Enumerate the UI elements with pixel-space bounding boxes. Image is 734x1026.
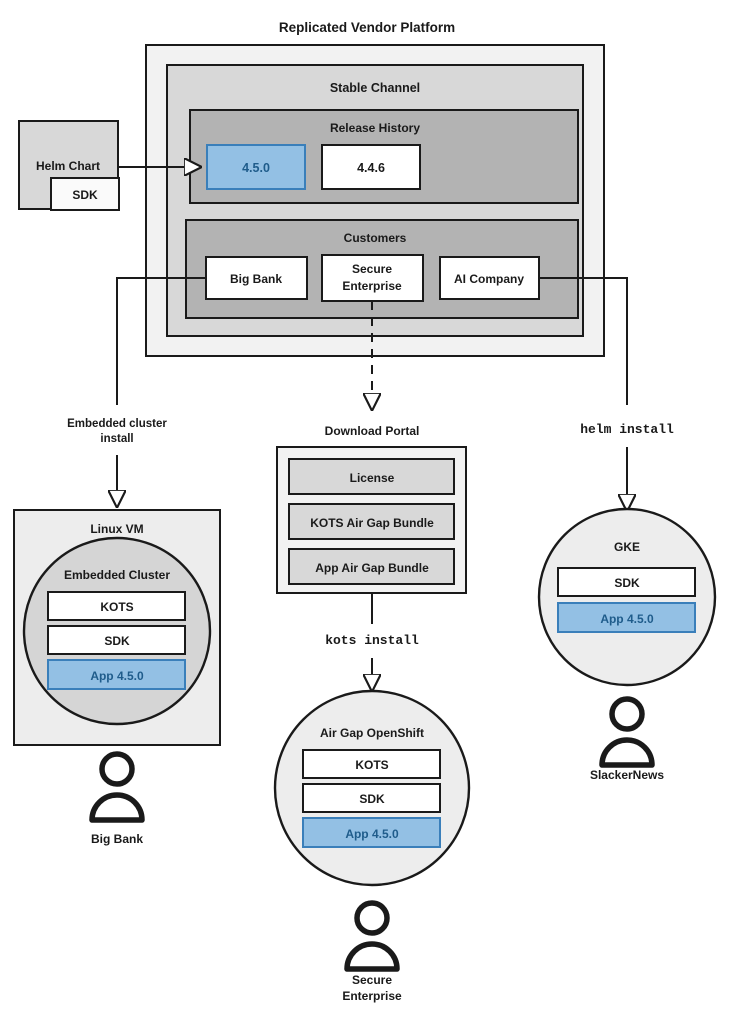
release-chip-4-4-6[interactable] xyxy=(321,144,421,190)
embedded-cluster-title: Embedded Cluster xyxy=(64,568,170,582)
download-portal-title: Download Portal xyxy=(325,424,420,438)
portal-artifact-license[interactable] xyxy=(288,458,455,495)
linux-vm-component-app[interactable] xyxy=(47,659,186,690)
gke-component-sdk[interactable] xyxy=(557,567,696,597)
connector-aicompany-to-gke-1 xyxy=(539,277,628,405)
gke-customer-label: SlackerNews xyxy=(590,768,664,782)
helm-chart-sdk-box[interactable] xyxy=(50,177,120,211)
portal-artifact-app-bundle[interactable] xyxy=(288,548,455,585)
openshift-component-sdk[interactable] xyxy=(302,783,441,813)
helm-install-label: helm install xyxy=(580,422,674,437)
portal-artifact-app-bundle-label: App Air Gap Bundle xyxy=(315,561,429,575)
person-icon-secure-enterprise xyxy=(344,900,400,972)
embedded-install-label-line2: install xyxy=(100,433,133,445)
openshift-customer-label-line1: Secure xyxy=(352,973,392,987)
linux-vm-component-sdk[interactable] xyxy=(47,625,186,655)
release-chip-4-4-6-label: 4.4.6 xyxy=(357,161,385,175)
linux-vm-component-kots[interactable] xyxy=(47,591,186,621)
linux-vm-title: Linux VM xyxy=(90,522,143,536)
person-icon-big-bank xyxy=(89,751,145,823)
openshift-component-app-label: App 4.5.0 xyxy=(345,827,399,841)
openshift-component-kots[interactable] xyxy=(302,749,441,779)
openshift-component-app[interactable] xyxy=(302,817,441,848)
openshift-component-sdk-label: SDK xyxy=(359,792,385,806)
customer-card-big-bank-label: Big Bank xyxy=(230,272,282,286)
gke-component-sdk-label: SDK xyxy=(614,576,640,590)
customer-card-ai-company[interactable] xyxy=(439,256,540,300)
connector-bigbank-to-linuxvm-1 xyxy=(116,277,206,405)
linux-vm-customer-label: Big Bank xyxy=(91,832,143,846)
portal-artifact-license-label: License xyxy=(350,471,395,485)
person-icon-slackernews xyxy=(599,696,655,768)
release-chip-4-5-0[interactable] xyxy=(206,144,306,190)
customer-card-ai-company-label: AI Company xyxy=(454,272,524,286)
linux-vm-component-sdk-label: SDK xyxy=(104,634,130,648)
embedded-install-label-line1: Embedded cluster xyxy=(67,418,167,430)
release-chip-4-5-0-label: 4.5.0 xyxy=(242,161,270,175)
portal-artifact-kots-bundle[interactable] xyxy=(288,503,455,540)
portal-artifact-kots-bundle-label: KOTS Air Gap Bundle xyxy=(310,516,434,530)
linux-vm-component-kots-label: KOTS xyxy=(100,600,133,614)
gke-component-app[interactable] xyxy=(557,602,696,633)
customer-card-secure-enterprise[interactable] xyxy=(321,254,424,302)
gke-component-app-label: App 4.5.0 xyxy=(600,612,654,626)
helm-chart-sdk-label: SDK xyxy=(72,188,98,202)
customer-card-secure-enterprise-label-line2: Enterprise xyxy=(342,279,402,293)
linux-vm-component-app-label: App 4.5.0 xyxy=(90,669,144,683)
release-history-title: Release History xyxy=(330,121,420,135)
page-title: Replicated Vendor Platform xyxy=(279,20,455,35)
helm-chart-label: Helm Chart xyxy=(36,159,100,173)
kots-install-label: kots install xyxy=(325,633,419,648)
openshift-title: Air Gap OpenShift xyxy=(320,726,424,740)
customer-card-secure-enterprise-label-line1: Secure xyxy=(352,262,392,276)
customers-title: Customers xyxy=(344,231,407,245)
openshift-component-kots-label: KOTS xyxy=(355,758,388,772)
openshift-customer-label-line2: Enterprise xyxy=(342,989,402,1003)
stable-channel-title: Stable Channel xyxy=(330,81,420,95)
customer-card-big-bank[interactable] xyxy=(205,256,308,300)
gke-title: GKE xyxy=(614,540,640,554)
